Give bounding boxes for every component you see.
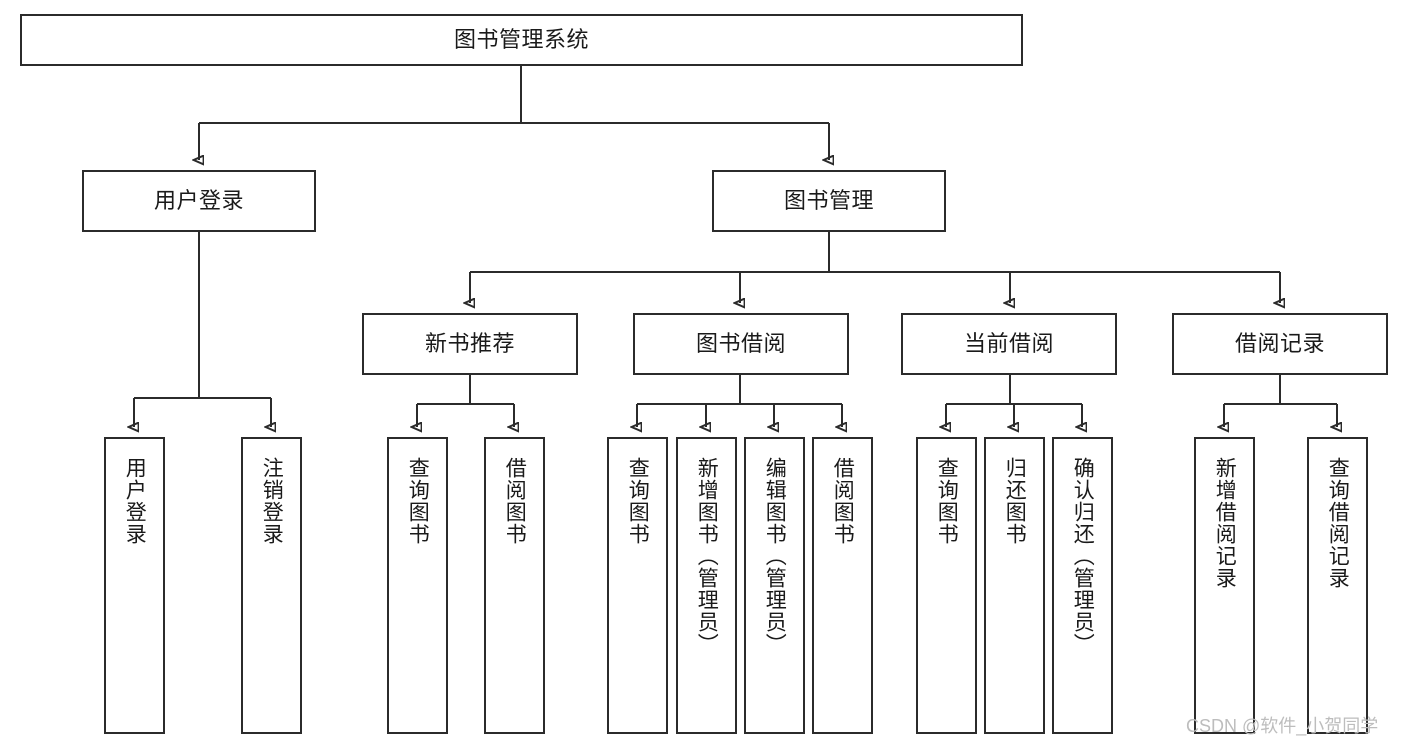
- node-label: 借阅图书: [831, 457, 855, 545]
- node-book-management[interactable]: 图书管理: [712, 170, 946, 232]
- node-new-book-recommend[interactable]: 新书推荐: [362, 313, 578, 375]
- leaf-book-borrow-query-book[interactable]: 查询图书: [607, 437, 668, 734]
- node-label: 图书管理: [783, 188, 874, 214]
- node-label: 新增图书（管理员）: [695, 457, 719, 655]
- node-root-book-management-system[interactable]: 图书管理系统: [20, 14, 1023, 66]
- leaf-current-borrow-confirm-return[interactable]: 确认归还（管理员）: [1052, 437, 1113, 734]
- node-label: 归还图书: [1003, 457, 1027, 545]
- node-label: 用户登录: [123, 457, 147, 545]
- node-label: 借阅图书: [503, 457, 527, 545]
- leaf-new-book-borrow-book[interactable]: 借阅图书: [484, 437, 545, 734]
- leaf-current-borrow-return-book[interactable]: 归还图书: [984, 437, 1045, 734]
- node-label: 用户登录: [153, 188, 244, 214]
- node-label: 新增借阅记录: [1213, 457, 1237, 589]
- leaf-borrow-record-add-record[interactable]: 新增借阅记录: [1194, 437, 1255, 734]
- node-label: 查询借阅记录: [1326, 457, 1350, 589]
- node-label: 当前借阅: [963, 331, 1054, 357]
- node-label: 查询图书: [935, 457, 959, 545]
- leaf-current-borrow-query-book[interactable]: 查询图书: [916, 437, 977, 734]
- node-label: 编辑图书（管理员）: [763, 457, 787, 655]
- leaf-user-login-login[interactable]: 用户登录: [104, 437, 165, 734]
- leaf-book-borrow-borrow-book[interactable]: 借阅图书: [812, 437, 873, 734]
- node-book-borrow[interactable]: 图书借阅: [633, 313, 849, 375]
- node-label: 图书管理系统: [453, 27, 589, 53]
- leaf-book-borrow-edit-book[interactable]: 编辑图书（管理员）: [744, 437, 805, 734]
- leaf-new-book-query-book[interactable]: 查询图书: [387, 437, 448, 734]
- leaf-book-borrow-add-book[interactable]: 新增图书（管理员）: [676, 437, 737, 734]
- node-user-login[interactable]: 用户登录: [82, 170, 316, 232]
- watermark-text: CSDN @软件_小贺同学: [1186, 716, 1379, 736]
- leaf-borrow-record-query-record[interactable]: 查询借阅记录: [1307, 437, 1368, 734]
- node-borrow-record[interactable]: 借阅记录: [1172, 313, 1388, 375]
- node-label: 借阅记录: [1234, 331, 1325, 357]
- node-label: 确认归还（管理员）: [1071, 457, 1095, 655]
- node-current-borrow[interactable]: 当前借阅: [901, 313, 1117, 375]
- node-label: 注销登录: [260, 457, 284, 545]
- node-label: 新书推荐: [424, 331, 515, 357]
- leaf-user-login-logout[interactable]: 注销登录: [241, 437, 302, 734]
- node-label: 图书借阅: [695, 331, 786, 357]
- node-label: 查询图书: [626, 457, 650, 545]
- node-label: 查询图书: [406, 457, 430, 545]
